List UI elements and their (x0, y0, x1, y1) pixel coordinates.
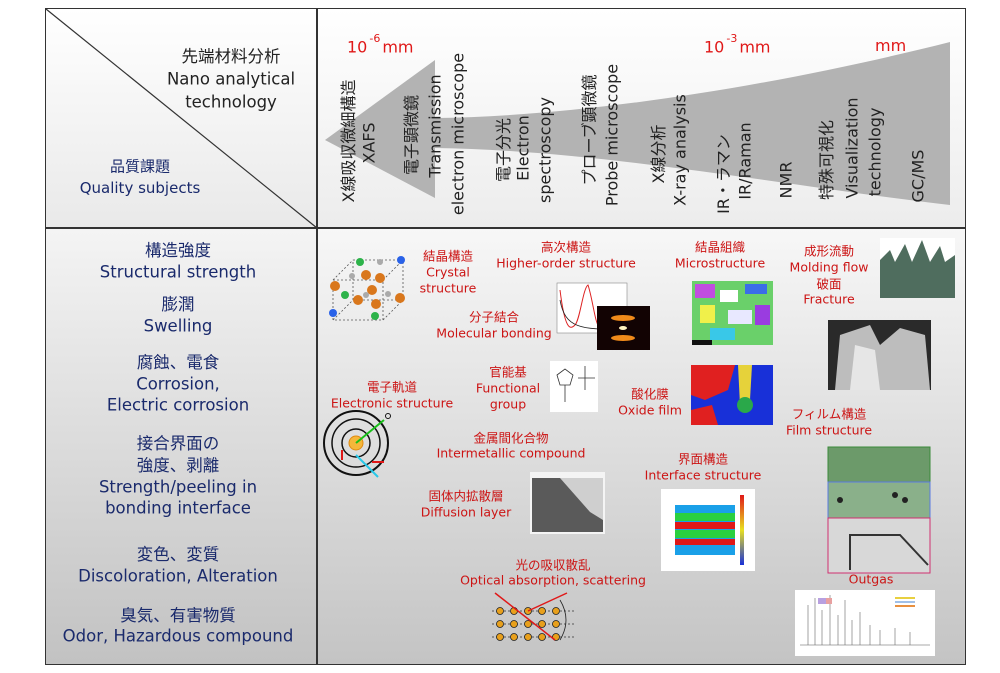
feature-outgas-ja: アウトガス (839, 555, 903, 571)
feature-crystal-en-1: Crystal (426, 264, 470, 280)
technique-gcms: GC/MS (908, 149, 928, 203)
scale-exponent: -3 (726, 32, 738, 45)
technique-probe-ja: プローブ顕微鏡 (580, 74, 599, 186)
row-divider (45, 227, 966, 229)
feature-film-ja: フィルム構造 (791, 406, 867, 422)
subject-bonding-ja-1: 接合界面の (136, 434, 220, 453)
feature-optical-en: Optical absorption, scattering (460, 572, 646, 588)
header-title-en-1: Nano analytical (166, 69, 296, 89)
technique-tem-en-2: electron microscope (448, 52, 468, 216)
quality-subjects-column (46, 229, 317, 664)
subject-corrosion-en-1: Corrosion, (136, 374, 220, 394)
technique-xray-ja: X線分析 (649, 124, 668, 184)
technique-visual-en-2: technology (865, 107, 885, 197)
technique-xafs-en: XAFS (359, 122, 379, 164)
feature-crystal-ja: 結晶構造 (422, 248, 474, 264)
feature-intermetallic-en: Intermetallic compound (436, 445, 586, 461)
feature-fracture-ja: 破面 (816, 276, 842, 292)
feature-interface-en: Interface structure (644, 467, 762, 483)
corner-diagonal-line (45, 8, 318, 229)
subject-odor-en: Odor, Hazardous compound (62, 626, 294, 646)
technique-es-en-2: spectroscopy (535, 97, 555, 203)
feature-outgas-en: Outgas (848, 571, 894, 587)
subject-corrosion-en-2: Electric corrosion (106, 395, 250, 415)
technique-es-en-1: Electron (513, 115, 533, 181)
feature-molding-ja: 成形流動 (803, 243, 855, 259)
feature-functional-ja: 官能基 (489, 364, 527, 380)
feature-molecular-ja: 分子結合 (468, 309, 520, 325)
technique-ir-ja: IR・ラマン (714, 134, 733, 214)
quality-subjects-en: Quality subjects (79, 179, 201, 197)
scale-exponent: -6 (369, 32, 381, 45)
feature-diffusion-ja: 固体内拡散層 (428, 488, 504, 504)
feature-electronic-en: Electronic structure (330, 395, 454, 411)
header-title-ja: 先端材料分析 (181, 47, 281, 66)
feature-oxide-ja: 酸化膜 (631, 386, 669, 402)
feature-molecular-en: Molecular bonding (436, 325, 552, 341)
scale-unit: mm (739, 37, 771, 57)
feature-functional-en-2: group (489, 396, 527, 412)
scale-base: 10 (704, 37, 725, 57)
technique-visual-ja: 特殊可視化 (817, 119, 836, 201)
scale-unit: mm (875, 36, 907, 55)
feature-fracture-en: Fracture (803, 291, 855, 307)
scale-arrow (325, 42, 950, 205)
subject-swelling-en: Swelling (143, 316, 213, 336)
scale-label-milli: mm (875, 36, 906, 55)
subject-swelling-ja: 膨潤 (161, 295, 195, 314)
feature-molding-en: Molding flow (789, 259, 869, 275)
subject-discoloration-en: Discoloration, Alteration (78, 566, 278, 586)
technique-visual-en-1: Visualization (842, 97, 862, 199)
technique-tem-ja: 電子顕微鏡 (402, 94, 421, 176)
scale-unit: mm (382, 37, 414, 57)
subject-structural-en: Structural strength (99, 262, 257, 282)
subject-corrosion-ja: 腐蝕、電食 (136, 353, 220, 372)
technique-tem-en-1: Transmission (425, 74, 445, 178)
scale-base: 10 (347, 37, 368, 57)
column-divider (316, 8, 318, 665)
feature-oxide-en: Oxide film (618, 402, 682, 418)
quality-subjects-ja: 品質課題 (109, 157, 171, 176)
technique-xafs-ja: X線吸収微細構造 (339, 79, 358, 203)
technique-nmr: NMR (776, 161, 796, 199)
feature-microstructure-ja: 結晶組織 (694, 239, 746, 255)
feature-intermetallic-ja: 金属間化合物 (473, 430, 549, 446)
technique-xray-en: X-ray analysis (670, 94, 690, 206)
feature-electronic-ja: 電子軌道 (366, 379, 418, 395)
subject-discoloration-ja: 変色、変質 (136, 545, 220, 564)
subject-bonding-en-2: bonding interface (105, 498, 251, 518)
subject-odor-ja: 臭気、有害物質 (120, 606, 236, 625)
feature-higher-order-en: Higher-order structure (496, 255, 636, 271)
feature-interface-ja: 界面構造 (677, 451, 729, 467)
feature-crystal-en-2: structure (419, 280, 477, 296)
header-title-en-2: technology (185, 92, 277, 112)
subject-bonding-ja-2: 強度、剥離 (136, 456, 220, 475)
feature-film-en: Film structure (785, 422, 873, 438)
technique-probe-en: Probe microscope (602, 63, 622, 207)
feature-diffusion-en: Diffusion layer (420, 504, 512, 520)
subject-bonding-en-1: Strength/peeling in (98, 477, 258, 497)
table-frame (45, 8, 966, 665)
feature-microstructure-en: Microstructure (674, 255, 766, 271)
technique-es-ja: 電子分光 (494, 117, 513, 183)
feature-optical-ja: 光の吸収散乱 (515, 557, 591, 573)
feature-higher-order-ja: 高次構造 (540, 239, 592, 255)
subject-structural-ja: 構造強度 (145, 241, 211, 260)
feature-functional-en-1: Functional (475, 380, 541, 396)
technique-ir-en: IR/Raman (735, 122, 755, 200)
